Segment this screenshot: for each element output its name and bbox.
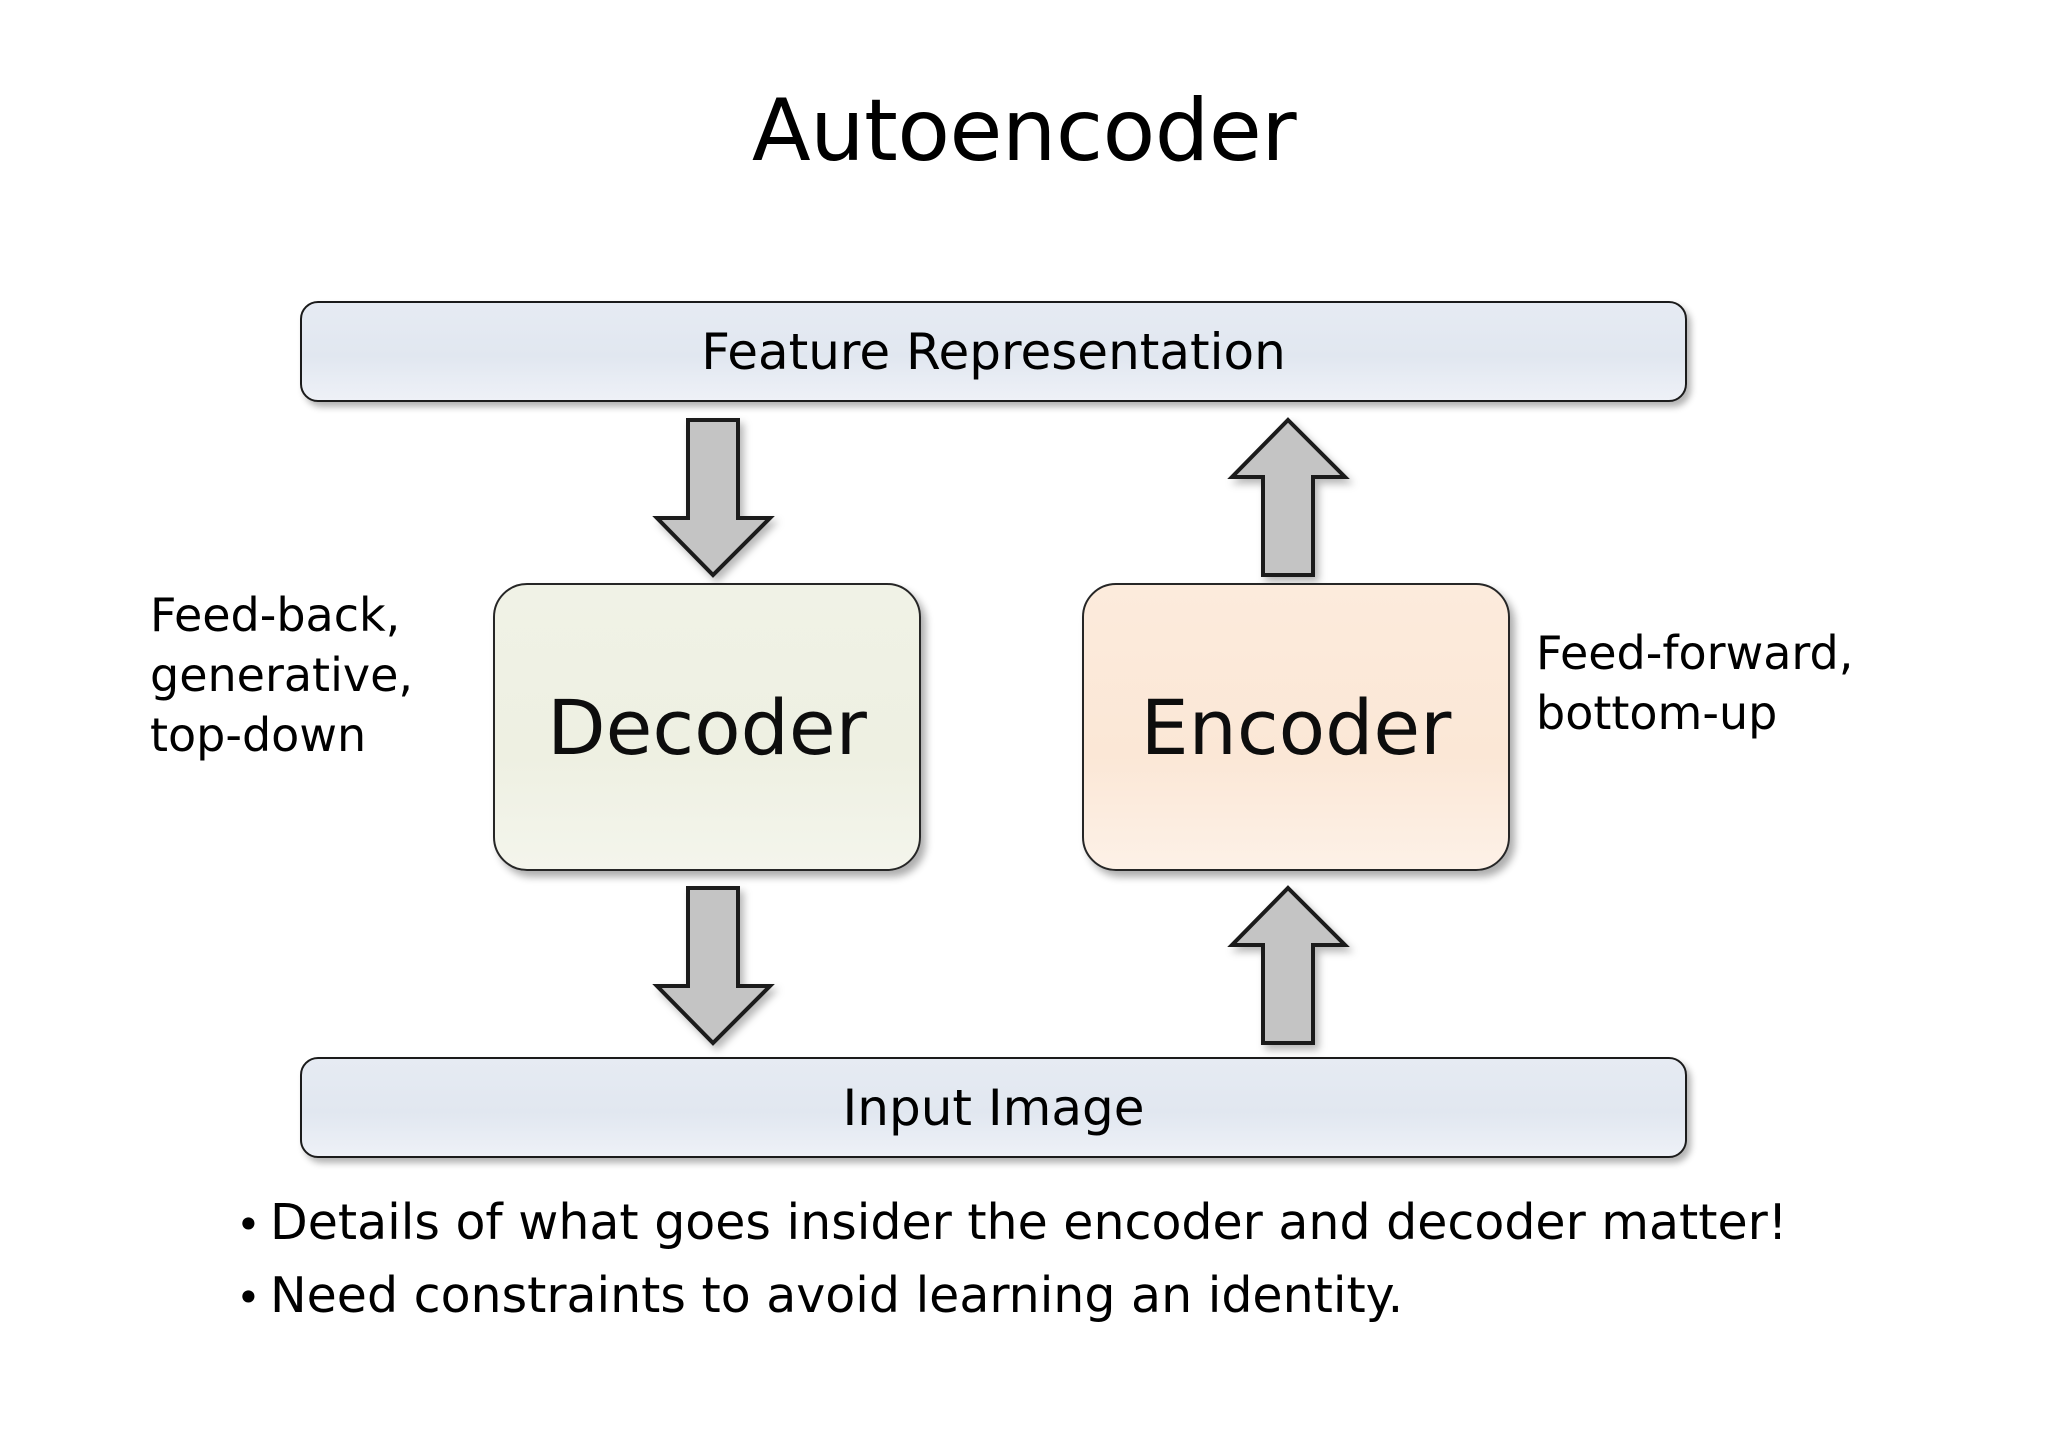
feature-representation-box: Feature Representation	[300, 301, 1687, 402]
decoder-box: Decoder	[493, 583, 921, 871]
arrow-up-encoder-to-feature	[1227, 417, 1350, 578]
page-title: Autoencoder	[751, 81, 1297, 181]
decoder-label: Decoder	[547, 682, 867, 772]
bullet-dot-icon: •	[236, 1272, 261, 1322]
bullet-item-2: • Need constraints to avoid learning an …	[236, 1266, 1936, 1324]
arrow-up-input-to-encoder	[1227, 885, 1350, 1046]
feature-representation-label: Feature Representation	[701, 322, 1286, 381]
input-image-label: Input Image	[842, 1078, 1145, 1137]
bullet-text-1: Details of what goes insider the encoder…	[270, 1194, 1788, 1251]
left-annotation-line-3: top-down	[150, 707, 367, 762]
encoder-box: Encoder	[1082, 583, 1510, 871]
arrow-down-decoder-to-input	[652, 886, 775, 1046]
arrow-down-feature-to-decoder	[652, 418, 775, 578]
encoder-label: Encoder	[1140, 682, 1452, 772]
bullet-list: • Details of what goes insider the encod…	[236, 1194, 1936, 1342]
left-annotation-line-2: generative,	[150, 647, 414, 702]
right-annotation: Feed-forward, bottom-up	[1536, 624, 1853, 744]
bullet-dot-icon: •	[236, 1200, 261, 1249]
bullet-text-2: Need constraints to avoid learning an id…	[270, 1266, 1404, 1324]
left-annotation: Feed-back, generative, top-down	[150, 586, 413, 765]
left-annotation-line-1: Feed-back,	[150, 588, 401, 642]
input-image-box: Input Image	[300, 1057, 1687, 1158]
right-annotation-line-1: Feed-forward,	[1536, 626, 1854, 680]
right-annotation-line-2: bottom-up	[1536, 685, 1778, 740]
bullet-item-1: • Details of what goes insider the encod…	[236, 1194, 1936, 1251]
